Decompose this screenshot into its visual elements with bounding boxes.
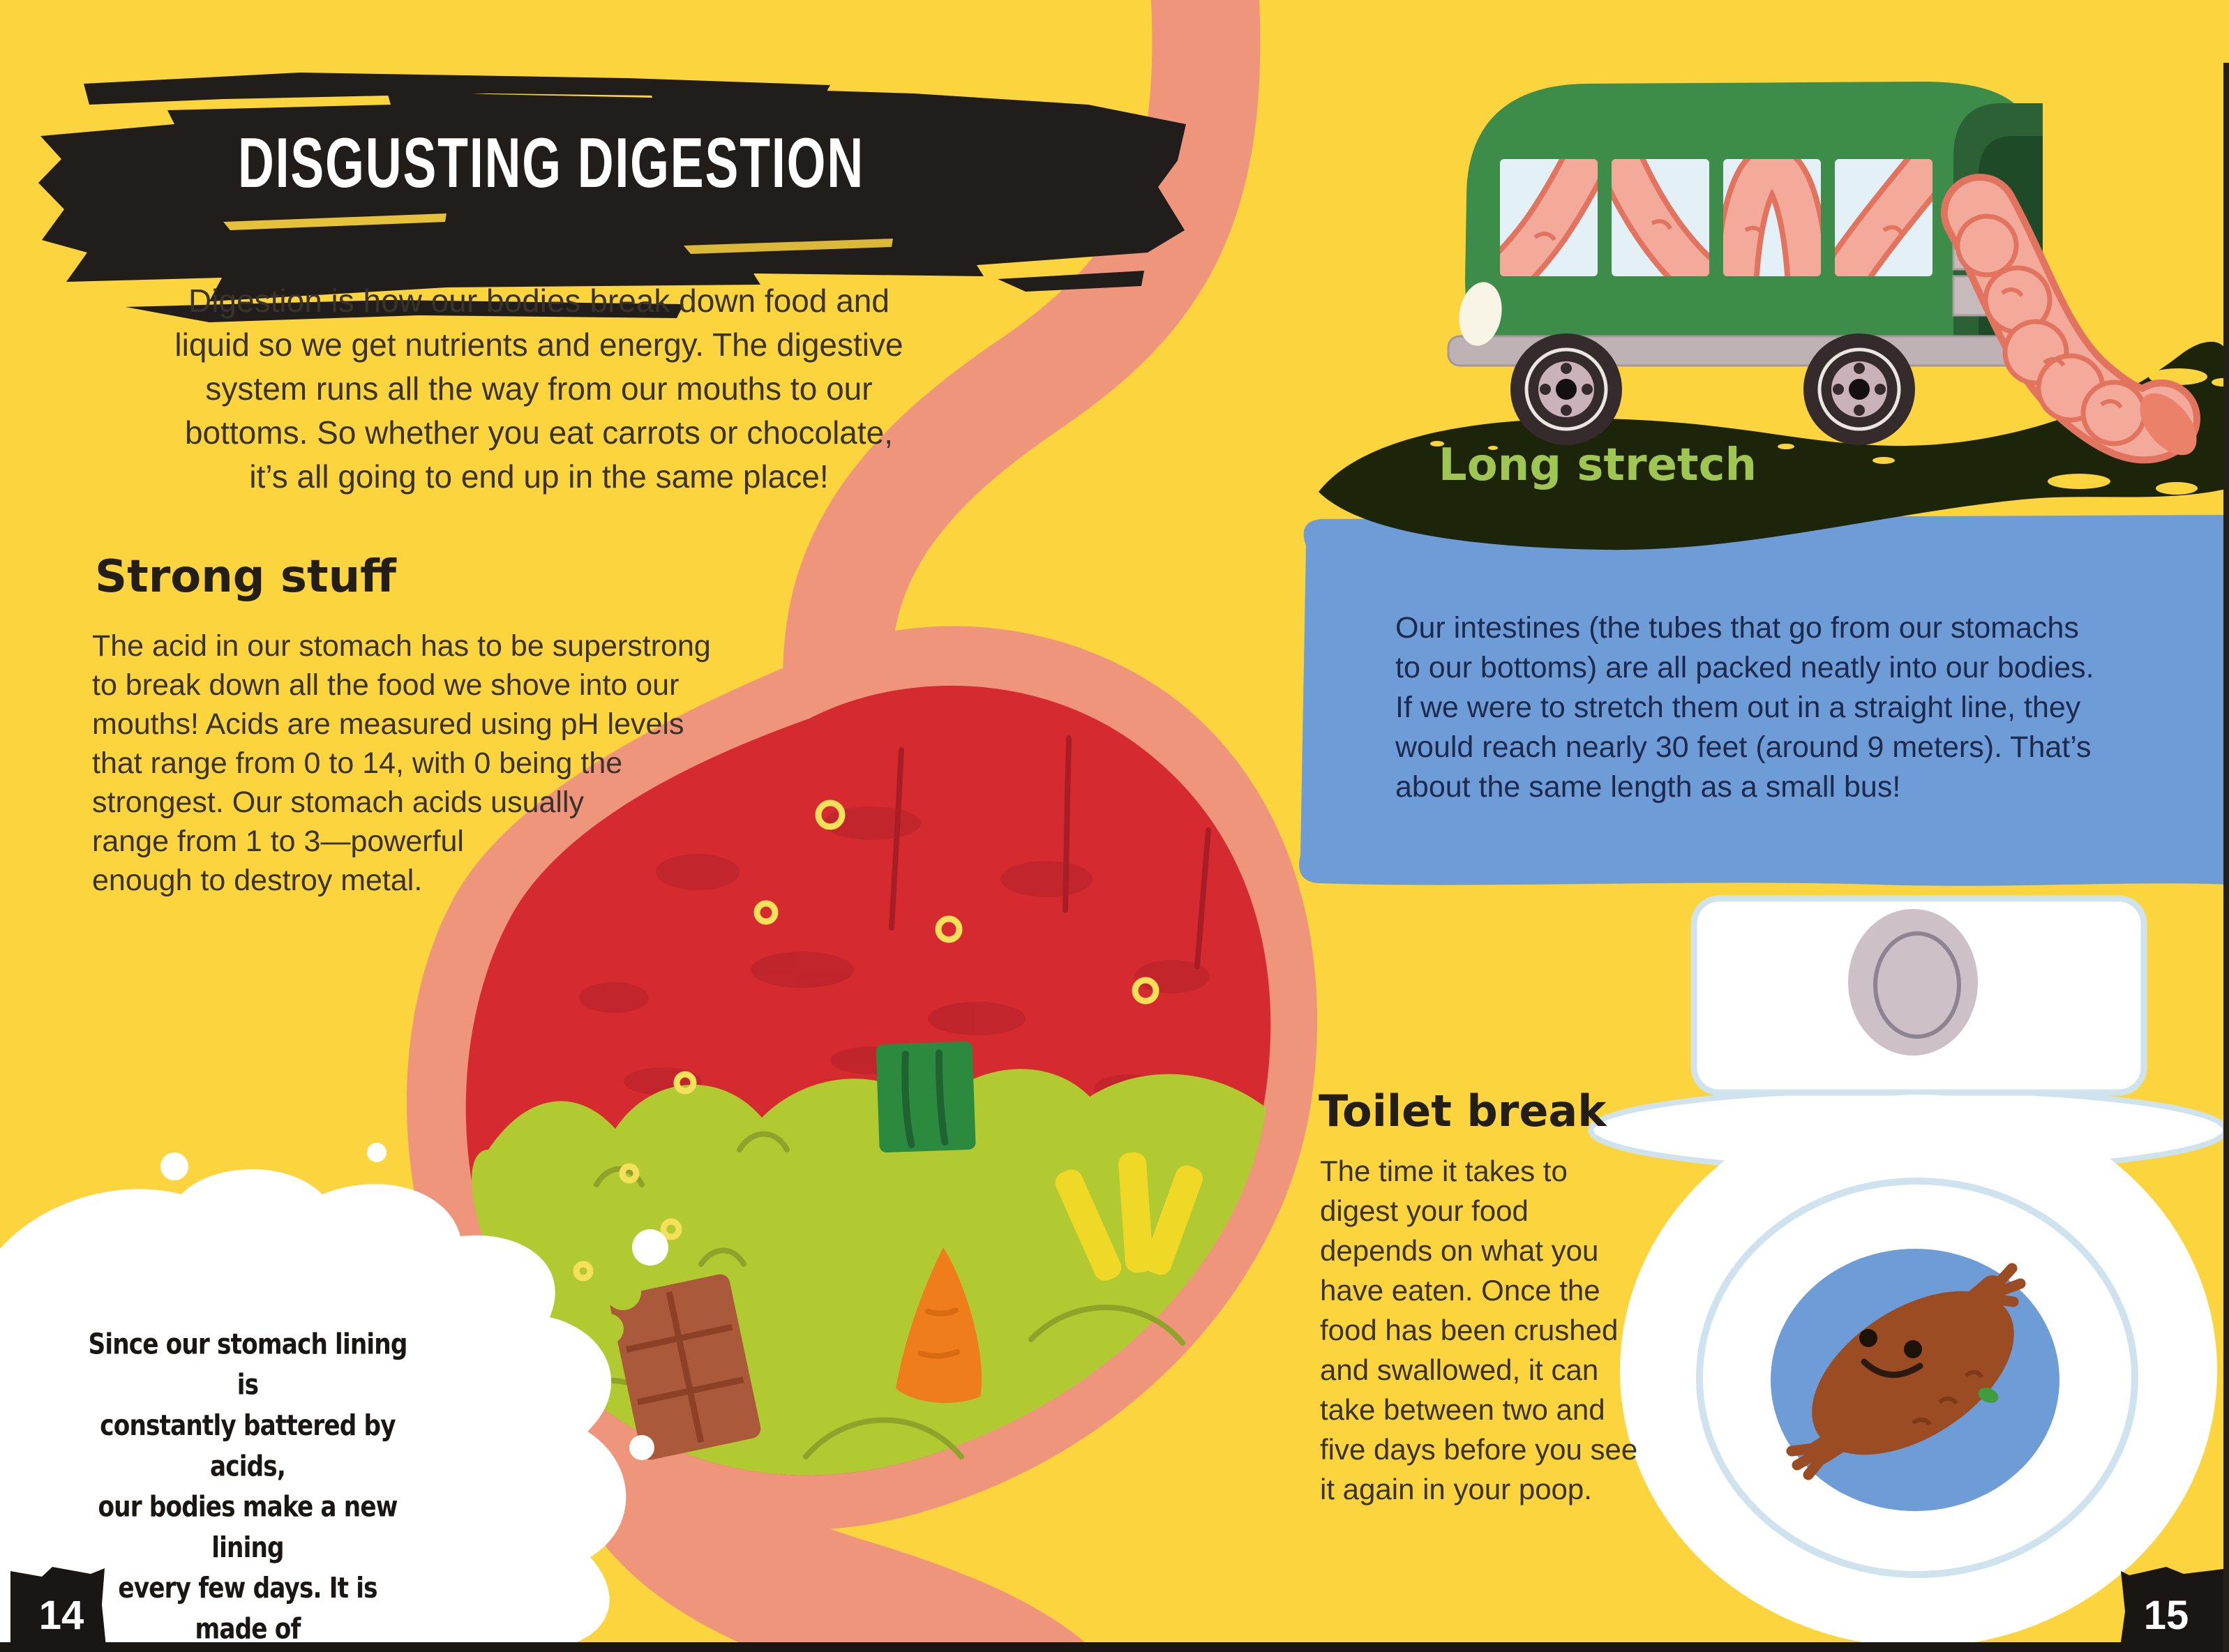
poop-character-icon xyxy=(1786,1263,2026,1480)
chocolate-icon xyxy=(610,1274,761,1460)
page-badge-left xyxy=(10,1567,106,1652)
strong-stuff-paragraph: The acid in our stomach has to be supers… xyxy=(92,629,711,897)
intestine-icon xyxy=(1835,159,1932,276)
long-stretch-panel xyxy=(1299,515,2229,886)
intestine-icon xyxy=(1723,159,1821,276)
page-number-left: 14 xyxy=(38,1593,84,1638)
page-title: DISGUSTING DIGESTION xyxy=(237,122,864,203)
title-brush-streaks xyxy=(223,213,893,254)
fact-splat-paragraph: Since our stomach lining is constantly b… xyxy=(88,1328,407,1646)
intro-paragraph: Digestion is how our bodies break down f… xyxy=(174,283,903,495)
chocolate-bite xyxy=(605,1274,641,1310)
stomach-icon xyxy=(406,626,1318,1531)
bus-wheel xyxy=(1803,333,1915,445)
bus-headlight xyxy=(1459,282,1502,346)
splat-icon xyxy=(0,1143,668,1652)
intestine-icon xyxy=(1612,159,1709,276)
chocolate-bite xyxy=(593,1314,624,1344)
bus-wheel xyxy=(1510,333,1622,445)
title-brush-banner xyxy=(38,73,1186,322)
page-badge-right xyxy=(2119,1567,2229,1652)
fries-icon xyxy=(1055,1152,1203,1281)
heading-strong-stuff: Strong stuff xyxy=(95,551,396,603)
carrot-icon xyxy=(896,1247,982,1404)
bus-windows xyxy=(1500,159,1932,276)
bus-icon xyxy=(1447,82,2200,464)
toilet-break-paragraph: The time it takes to digest your food de… xyxy=(1320,1155,1638,1505)
page-number-right: 15 xyxy=(2143,1593,2189,1638)
page-right-edge xyxy=(2223,63,2229,1652)
heading-long-stretch: Long stretch xyxy=(1438,440,1757,491)
acid-bubbles xyxy=(573,799,1159,1282)
page-bottom-edge xyxy=(0,1642,2229,1652)
green-vegetable-icon xyxy=(876,1041,976,1152)
intestine-rope-icon xyxy=(1941,174,2200,464)
long-stretch-paragraph: Our intestines (the tubes that go from o… xyxy=(1395,611,2094,804)
toilet-icon xyxy=(1588,895,2228,1647)
acid-drip-lines xyxy=(889,735,1211,969)
intestine-icon xyxy=(1500,159,1598,276)
heading-toilet-break: Toilet break xyxy=(1319,1086,1607,1136)
